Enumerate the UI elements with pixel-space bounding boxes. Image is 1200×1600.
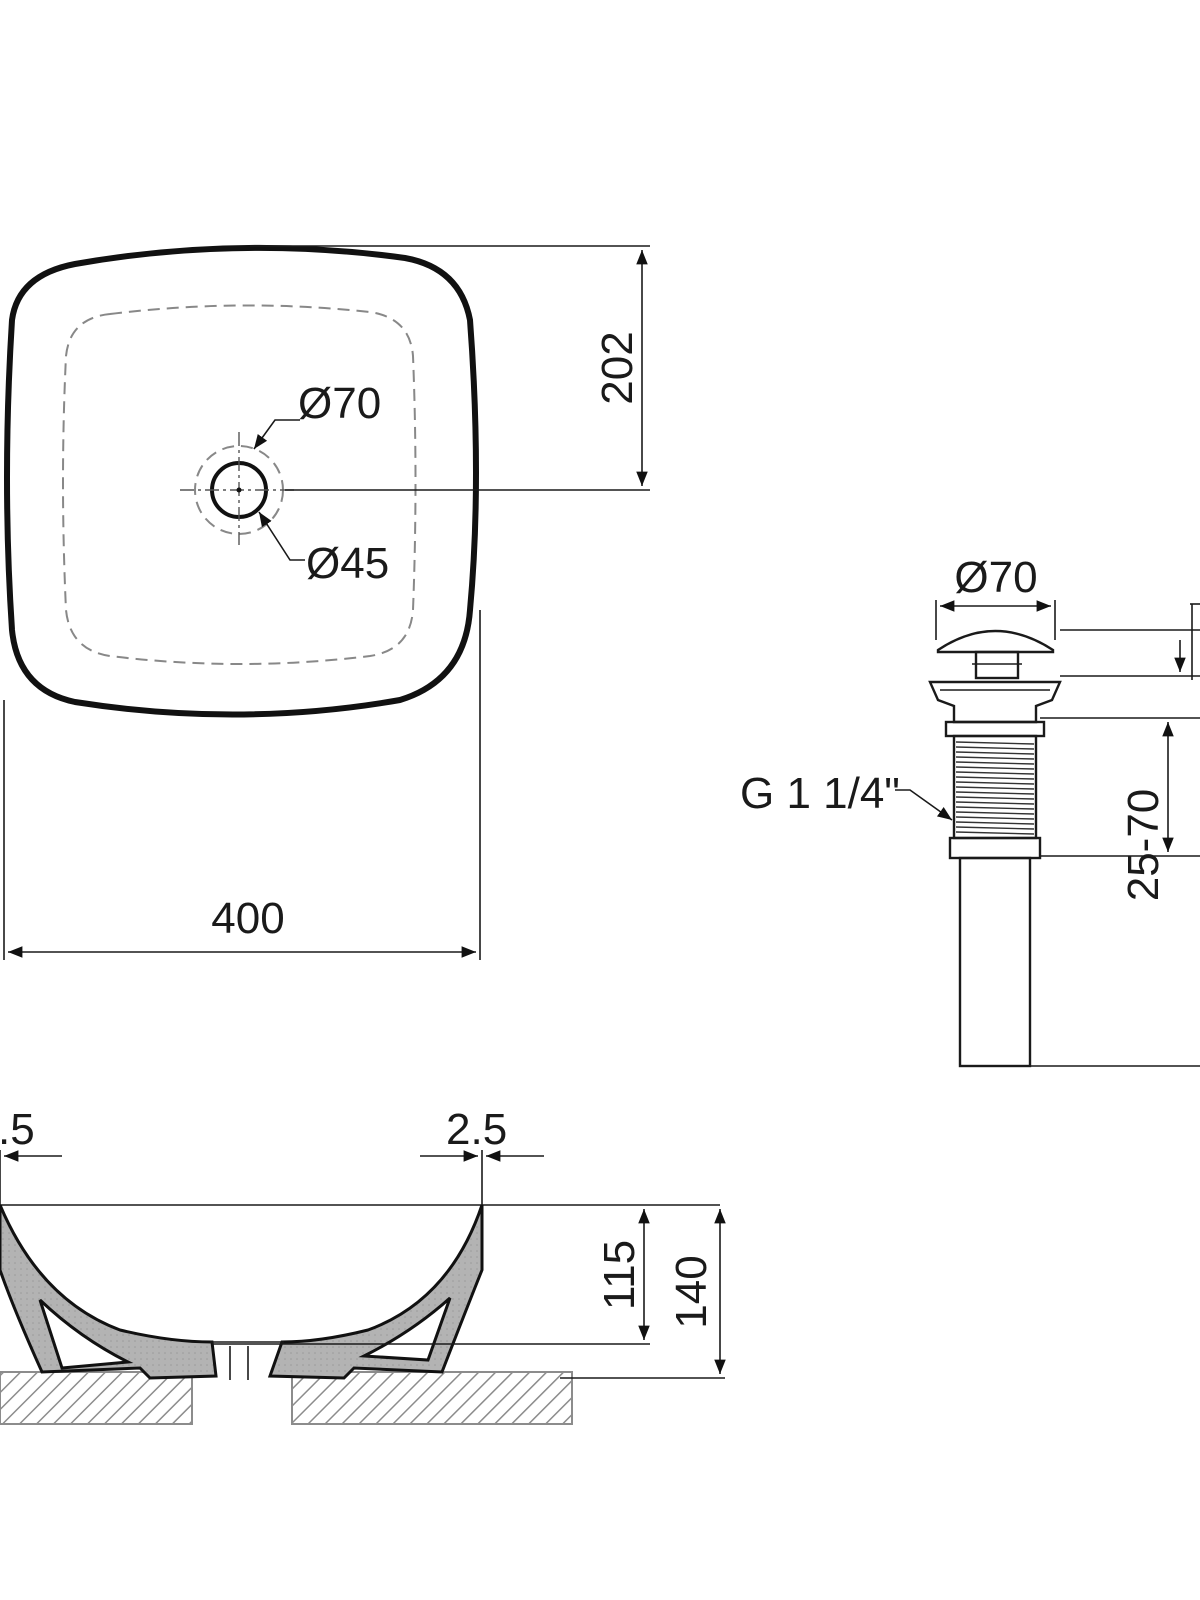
outer-ring-leader (253, 419, 300, 450)
thread-rib (955, 801, 1035, 805)
width-dim-label: 400 (211, 894, 284, 943)
outer-ring-label: Ø70 (298, 379, 381, 428)
cap-stem (974, 650, 1020, 680)
wall-right-label: 2.5 (446, 1105, 507, 1154)
inner-basin-dashed (62, 304, 417, 665)
thread-rib (955, 756, 1035, 760)
thread-rib (955, 826, 1035, 830)
inner-height-label: 115 (595, 1240, 644, 1310)
thread-rib (955, 751, 1035, 755)
thread-rib (955, 781, 1035, 785)
thread-rib (955, 741, 1035, 745)
adjust-dim-label: 25-70 (1119, 789, 1168, 902)
inner-ring-leader (258, 511, 305, 561)
thread-rib (955, 761, 1035, 765)
thread-rib (955, 771, 1035, 775)
thread-rib (955, 766, 1035, 770)
countertop-right (291, 1371, 573, 1425)
thread-rib (955, 806, 1035, 810)
thread-rib (955, 816, 1035, 820)
thread-rib (955, 796, 1035, 800)
body-collar (948, 836, 1042, 860)
total-height-label: 140 (667, 1255, 716, 1328)
thread-lines (955, 741, 1035, 835)
thread-rib (955, 811, 1035, 815)
thread-rib (955, 831, 1035, 835)
thread-label: G 1 1/4" (740, 769, 900, 818)
thread-rib (955, 821, 1035, 825)
countertop-left (0, 1371, 193, 1425)
thread-rib (955, 776, 1035, 780)
cap-dim-label: Ø70 (954, 553, 1037, 602)
basin-outline (4, 244, 479, 718)
depth-dim-label: 202 (593, 331, 642, 404)
inner-ring-label: Ø45 (306, 539, 389, 588)
drain-cap (936, 629, 1055, 654)
wall-left-label: .5 (0, 1105, 35, 1154)
thread-rib (955, 791, 1035, 795)
lock-nut (944, 720, 1046, 738)
top-view: Ø70 Ø45 202 400 (3, 244, 650, 960)
thread-rib (955, 746, 1035, 750)
drain-view: Ø70 25-70 G 1 1/4" (740, 553, 1200, 1068)
section-view: .5 2.5 115 140 (0, 1105, 726, 1425)
thread-leader (895, 789, 953, 821)
thread-rib (955, 786, 1035, 790)
drain-flange (928, 680, 1062, 724)
tail-pipe (958, 856, 1032, 1068)
